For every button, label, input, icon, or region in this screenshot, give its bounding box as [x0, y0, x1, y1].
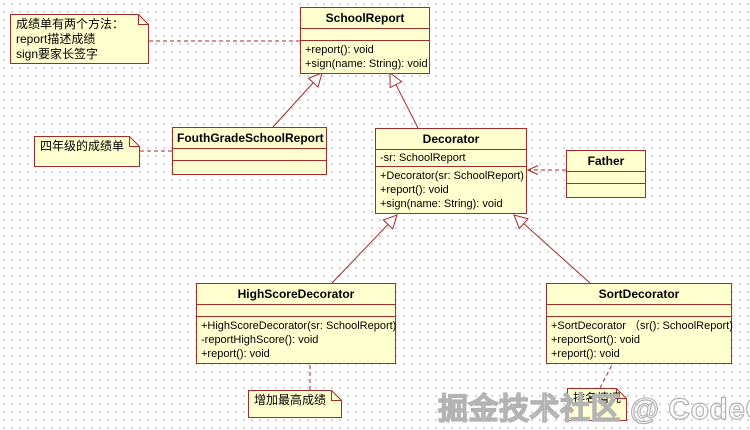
member-line: +HighScoreDecorator(sr: SchoolReport)	[201, 320, 397, 332]
class-title: Father	[567, 151, 645, 172]
class-highscoredecorator[interactable]: HighScoreDecorator +HighScoreDecorator(s…	[196, 283, 396, 364]
member-line: +report(): void	[305, 44, 374, 56]
class-attributes: -sr: SchoolReport	[376, 150, 526, 167]
note-text: 增加最高成绩	[254, 393, 327, 407]
class-attributes	[173, 149, 326, 161]
inherit-highscore-decorator	[331, 214, 398, 284]
class-father[interactable]: Father	[566, 150, 646, 198]
note-shape	[248, 390, 342, 418]
member-line: +Decorator(sr: SchoolReport)	[380, 170, 524, 182]
note-shape	[567, 388, 627, 421]
class-title: Decorator	[376, 129, 526, 150]
class-methods	[567, 184, 645, 197]
inherit-decorator-schoolreport	[389, 72, 419, 129]
member-line: -reportHighScore(): void	[201, 334, 319, 346]
class-attributes	[547, 305, 731, 317]
note-shape	[34, 136, 140, 167]
member-line: +report(): void	[551, 348, 620, 360]
note-highscore-label[interactable]: 增加最高成绩	[248, 390, 342, 418]
class-attributes	[567, 172, 645, 184]
class-title: SchoolReport	[301, 8, 429, 29]
note-text: 排名情况	[573, 391, 622, 405]
note-shape	[10, 14, 149, 64]
class-methods: +HighScoreDecorator(sr: SchoolReport) -re…	[197, 317, 397, 363]
note-text: 四年级的成绩单	[40, 139, 125, 153]
member-line: +report(): void	[380, 184, 449, 196]
class-methods	[173, 161, 326, 174]
member-line: +sign(name: String): void	[380, 198, 503, 210]
class-fouthgradeschoolreport[interactable]: FouthGradeSchoolReport	[172, 127, 327, 175]
note-text: 成绩单有两个方法： report描述成绩 sign要家长签字	[16, 17, 125, 61]
member-line: +sign(name: String): void	[305, 58, 428, 70]
class-methods: +SortDecorator （sr(): SchoolReport) +repo…	[547, 317, 733, 363]
dependency-father-decorator	[526, 165, 566, 175]
note-sort-label[interactable]: 排名情况	[567, 388, 627, 421]
inherit-sort-decorator	[513, 214, 591, 284]
note-schoolreport-description[interactable]: 成绩单有两个方法： report描述成绩 sign要家长签字	[10, 14, 149, 64]
class-title: SortDecorator	[547, 284, 731, 305]
class-attributes	[197, 305, 395, 317]
class-title: FouthGradeSchoolReport	[173, 128, 326, 149]
note-link-sort	[599, 360, 615, 389]
member-line: +report(): void	[201, 348, 270, 360]
member-line: +SortDecorator （sr(): SchoolReport)	[551, 320, 733, 332]
class-methods: +report(): void +sign(name: String): void	[301, 41, 429, 73]
member-line: +reportSort(): void	[551, 334, 640, 346]
class-attributes	[301, 29, 429, 41]
class-decorator[interactable]: Decorator -sr: SchoolReport +Decorator(s…	[375, 128, 527, 214]
member-line: -sr: SchoolReport	[380, 152, 466, 164]
class-methods: +Decorator(sr: SchoolReport) +report(): v…	[376, 167, 526, 213]
note-fourthgrade-label[interactable]: 四年级的成绩单	[34, 136, 140, 167]
class-title: HighScoreDecorator	[197, 284, 395, 305]
inherit-fouthgrade-schoolreport	[272, 72, 323, 128]
class-sortdecorator[interactable]: SortDecorator +SortDecorator （sr(): Scho…	[546, 283, 733, 364]
class-schoolreport[interactable]: SchoolReport +report(): void +sign(name: …	[300, 7, 430, 74]
watermark-text: 掘金技术社区 @ CodeGuru	[437, 392, 750, 426]
